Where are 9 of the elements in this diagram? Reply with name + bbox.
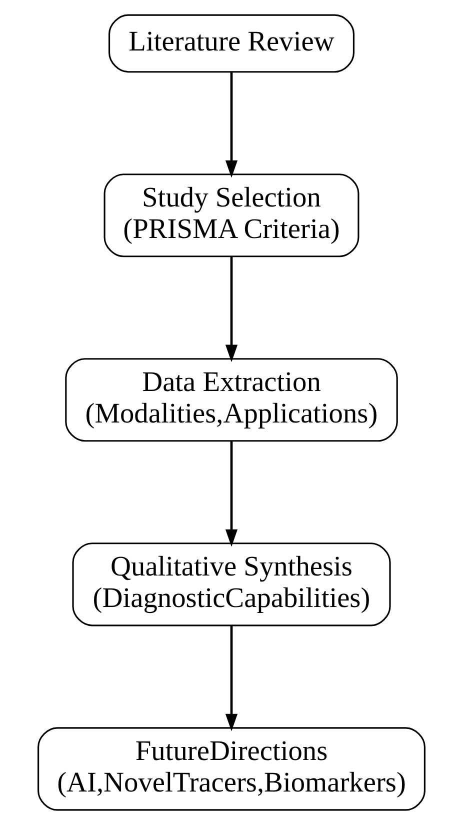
node-box: Study Selection (PRISMA Criteria) bbox=[104, 174, 360, 258]
node-box: Qualitative Synthesis (DiagnosticCapabilities) bbox=[72, 542, 391, 626]
arrow bbox=[225, 626, 238, 732]
arrow bbox=[225, 256, 238, 362]
node-box: Data Extraction (Modalities,Applications) bbox=[65, 358, 398, 442]
node-box: FutureDirections (AI,NovelTracers,Biomarkers) bbox=[38, 727, 426, 811]
arrow bbox=[225, 72, 238, 178]
node-box: Literature Review bbox=[108, 14, 355, 73]
arrow bbox=[225, 441, 238, 547]
